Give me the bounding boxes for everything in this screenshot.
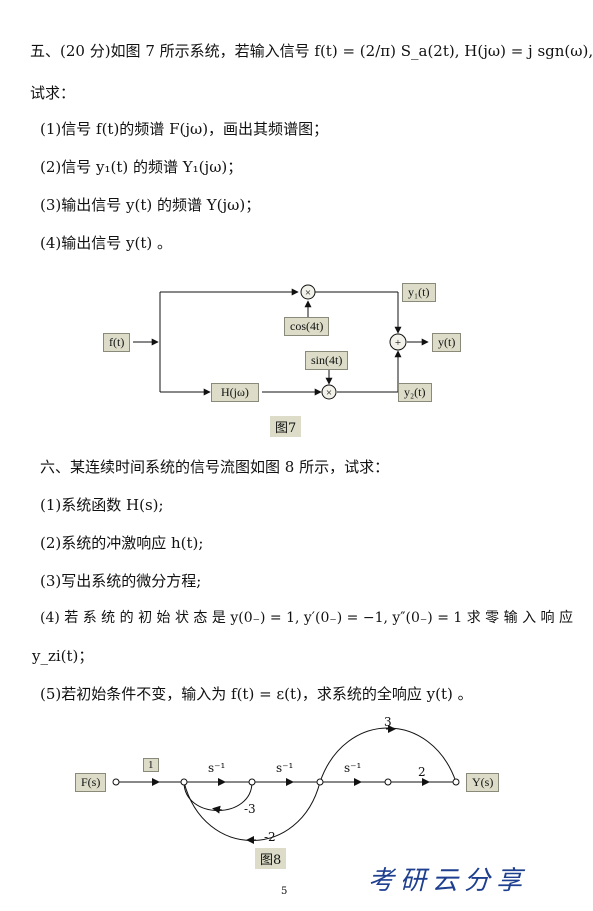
q6-line-1: 六、某连续时间系统的信号流图如图 8 所示，试求： bbox=[40, 458, 390, 476]
q6-line-4: (3)写出系统的微分方程; bbox=[40, 572, 202, 590]
fig7-label-y2: y₂(t) bbox=[398, 383, 432, 402]
fig7-label-y: y(t) bbox=[432, 333, 462, 352]
fig7-label-y1: y₁(t) bbox=[402, 283, 436, 302]
q5-line-1: 五、(20 分)如图 7 所示系统，若输入信号 f(t) = (2/π) S_a… bbox=[30, 42, 593, 60]
multiplier-top bbox=[300, 284, 316, 300]
q6-line-3: (2)系统的冲激响应 h(t); bbox=[40, 534, 204, 552]
adder bbox=[389, 333, 407, 351]
q5-line-4: (2)信号 y₁(t) 的频谱 Y₁(jω)； bbox=[40, 158, 243, 176]
fig8-gain-2: 2 bbox=[418, 765, 426, 779]
figure-7-diagram: × × + bbox=[133, 284, 429, 400]
fig8-gain-neg2: -2 bbox=[264, 830, 276, 844]
fig8-gain-3: 3 bbox=[384, 715, 392, 729]
q6-line-5: (4) 若 系 统 的 初 始 状 态 是 y(0₋) = 1, y′(0₋) … bbox=[40, 610, 573, 626]
fig8-node-F: F(s) bbox=[75, 773, 107, 792]
q5-line-3: (1)信号 f(t)的频谱 F(jω)，画出其频谱图； bbox=[40, 120, 329, 138]
fig8-node-Y: Y(s) bbox=[466, 773, 500, 792]
fig8-gain-1: 1 bbox=[143, 758, 159, 772]
svg-text:×: × bbox=[326, 387, 332, 399]
svg-text:×: × bbox=[305, 287, 311, 299]
figure-8-flowgraph bbox=[112, 725, 460, 844]
svg-text:+: + bbox=[395, 337, 401, 349]
fig7-label-f: f(t) bbox=[103, 333, 131, 352]
fig7-caption: 图7 bbox=[270, 416, 302, 437]
multiplier-bottom bbox=[321, 384, 337, 400]
q5-line-2: 试求： bbox=[30, 84, 76, 102]
q6-line-7: (5)若初始条件不变，输入为 f(t) = ε(t)，求系统的全响应 y(t) … bbox=[40, 685, 473, 703]
fig8-gain-s1: s⁻¹ bbox=[208, 761, 226, 775]
fig8-gain-s3: s⁻¹ bbox=[344, 761, 362, 775]
q5-line-5: (3)输出信号 y(t) 的频谱 Y(jω)； bbox=[40, 196, 261, 214]
q6-line-2: (1)系统函数 H(s); bbox=[40, 496, 164, 514]
fig7-label-cos: cos(4t) bbox=[284, 317, 330, 336]
q6-line-6: y_zi(t)； bbox=[32, 647, 94, 665]
fig8-gain-neg3: -3 bbox=[244, 802, 256, 816]
fig8-caption: 图8 bbox=[255, 848, 287, 869]
page-number: 5 bbox=[281, 886, 288, 897]
fig7-block-h: H(jω) bbox=[211, 383, 259, 402]
fig7-label-sin: sin(4t) bbox=[305, 351, 349, 370]
watermark: 考研云分享 bbox=[368, 866, 529, 896]
fig8-gain-s2: s⁻¹ bbox=[276, 761, 294, 775]
q5-line-6: (4)输出信号 y(t) 。 bbox=[40, 234, 172, 252]
